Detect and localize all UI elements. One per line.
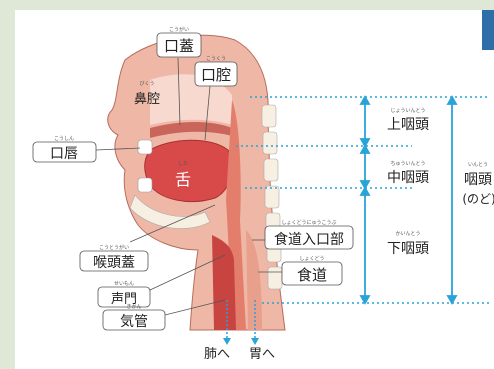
label-seimon: 声門	[111, 292, 137, 307]
reading-intou: いんとう	[468, 162, 488, 168]
label-shokudou-iriguchi: 食道入口部	[274, 231, 344, 248]
reading-shokudou-iriguchi: しょくどうにゅうこうぶ	[281, 219, 336, 226]
label-intou: 咽頭	[464, 172, 492, 188]
label-chuuintou: 中咽頭	[387, 170, 429, 186]
label-koushin: 口唇	[50, 146, 78, 162]
reading-koushin: こうしん	[54, 136, 74, 142]
reading-koutougai: こうとうがい	[99, 244, 129, 251]
reading-shokudou: しょくどう	[299, 255, 324, 262]
label-shokudou: 食道	[297, 266, 327, 284]
label-bikou: 鼻腔	[134, 91, 160, 107]
label-kougai: 口蓋	[164, 37, 194, 55]
label-to-lungs: 肺へ	[204, 347, 230, 362]
label-koukou: 口腔	[201, 66, 231, 84]
reading-shita: した	[178, 161, 188, 167]
label-to-stomach: 胃へ	[249, 347, 275, 362]
reading-kaintou: かいんとう	[395, 230, 420, 237]
label-jouintou: 上咽頭	[387, 117, 429, 133]
reading-chuuintou: ちゅういんとう	[390, 161, 425, 167]
reading-jouintou: じょういんとう	[390, 108, 425, 114]
upper-teeth	[138, 140, 152, 154]
lung-arrow-head	[223, 338, 231, 345]
reading-kougai: こうがい	[169, 26, 189, 33]
label-shita: 舌	[175, 170, 191, 189]
reading-bikou: びくう	[140, 80, 155, 87]
label-koutougai: 喉頭蓋	[93, 255, 135, 271]
label-kikan: 気管	[120, 314, 148, 330]
lower-teeth	[138, 178, 152, 192]
label-nodo: (のど)	[462, 192, 494, 206]
reading-koukou: こうくう	[206, 56, 226, 62]
label-kaintou: 下咽頭	[387, 241, 429, 257]
reading-seimon: せいもん	[114, 281, 134, 287]
stomach-arrow-head	[251, 338, 259, 345]
